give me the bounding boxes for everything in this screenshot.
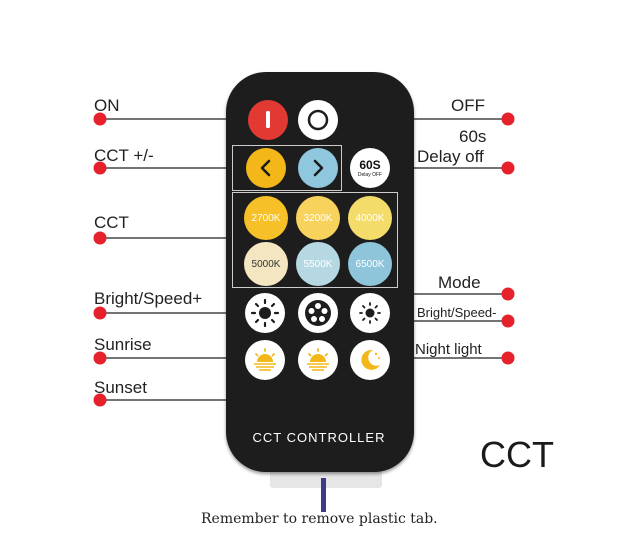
bright-speed-minus-button[interactable] bbox=[350, 293, 390, 333]
moon-icon bbox=[361, 349, 380, 370]
cct-minus-button[interactable] bbox=[246, 148, 286, 188]
label-sunset: Sunset bbox=[94, 378, 147, 397]
label-sunrise: Sunrise bbox=[94, 335, 152, 354]
chevron-right-icon bbox=[313, 159, 324, 177]
pointer-dot bbox=[93, 306, 107, 320]
delay-button-sub: Delay OFF bbox=[357, 171, 383, 178]
temp-5500k-button[interactable]: 5500K bbox=[296, 242, 340, 286]
pointer-dot bbox=[501, 314, 515, 328]
caption: Remember to remove plastic tab. bbox=[201, 511, 438, 527]
mode-dots-icon bbox=[305, 300, 331, 326]
off-ring-icon bbox=[307, 109, 329, 131]
label-cct: CCT bbox=[94, 213, 129, 232]
temp-2700k-button[interactable]: 2700K bbox=[244, 196, 288, 240]
temp-label: 5500K bbox=[303, 258, 333, 270]
off-button[interactable] bbox=[298, 100, 338, 140]
mode-button[interactable] bbox=[298, 293, 338, 333]
temp-label: 6500K bbox=[355, 258, 385, 270]
temp-label: 3200K bbox=[303, 212, 333, 224]
pointer-dot bbox=[93, 112, 107, 126]
label-on: ON bbox=[94, 96, 120, 115]
pointer-dot bbox=[501, 287, 515, 301]
sunset-button[interactable] bbox=[298, 340, 338, 380]
temp-label: 4000K bbox=[355, 212, 385, 224]
tab-pull-strip bbox=[321, 478, 326, 512]
pointer-dot bbox=[501, 161, 515, 175]
delay-off-button[interactable]: 60S Delay OFF bbox=[350, 148, 390, 188]
temp-label: 5000K bbox=[251, 258, 281, 270]
power-icon bbox=[266, 111, 270, 128]
temp-6500k-button[interactable]: 6500K bbox=[348, 242, 392, 286]
pointer-dot bbox=[93, 393, 107, 407]
sun-icon bbox=[250, 298, 280, 328]
bright-speed-plus-button[interactable] bbox=[245, 293, 285, 333]
pointer-dot bbox=[501, 112, 515, 126]
pointer-dot bbox=[93, 351, 107, 365]
temp-5000k-button[interactable]: 5000K bbox=[244, 242, 288, 286]
cct-plus-button[interactable] bbox=[298, 148, 338, 188]
cct-adjust-group-box bbox=[232, 145, 342, 191]
label-mode: Mode bbox=[438, 273, 481, 292]
label-bright-plus: Bright/Speed+ bbox=[94, 289, 203, 308]
label-delay-top: 60s bbox=[459, 127, 487, 146]
sunset-icon bbox=[307, 348, 329, 371]
cct-temp-group-box bbox=[232, 192, 398, 288]
label-cct-pm: CCT +/- bbox=[94, 146, 154, 165]
label-delay-bottom: Delay off bbox=[417, 147, 484, 166]
sun-small-icon bbox=[359, 302, 381, 324]
temp-3200k-button[interactable]: 3200K bbox=[296, 196, 340, 240]
night-light-button[interactable] bbox=[350, 340, 390, 380]
temp-4000k-button[interactable]: 4000K bbox=[348, 196, 392, 240]
pointer-dot bbox=[501, 351, 515, 365]
sunrise-icon bbox=[254, 348, 276, 371]
label-night-light: Night light bbox=[415, 341, 482, 358]
temp-label: 2700K bbox=[251, 212, 281, 224]
label-bright-minus: Bright/Speed- bbox=[417, 305, 497, 320]
pointer-dot bbox=[93, 231, 107, 245]
chevron-left-icon bbox=[260, 159, 271, 177]
cct-big-title: CCT bbox=[480, 434, 554, 475]
sunrise-button[interactable] bbox=[245, 340, 285, 380]
remote-brand-label: CCT CONTROLLER bbox=[252, 430, 386, 445]
label-off: OFF bbox=[451, 96, 485, 115]
on-button[interactable] bbox=[248, 100, 288, 140]
pointer-dot bbox=[93, 161, 107, 175]
delay-button-main: 60S bbox=[359, 157, 381, 172]
